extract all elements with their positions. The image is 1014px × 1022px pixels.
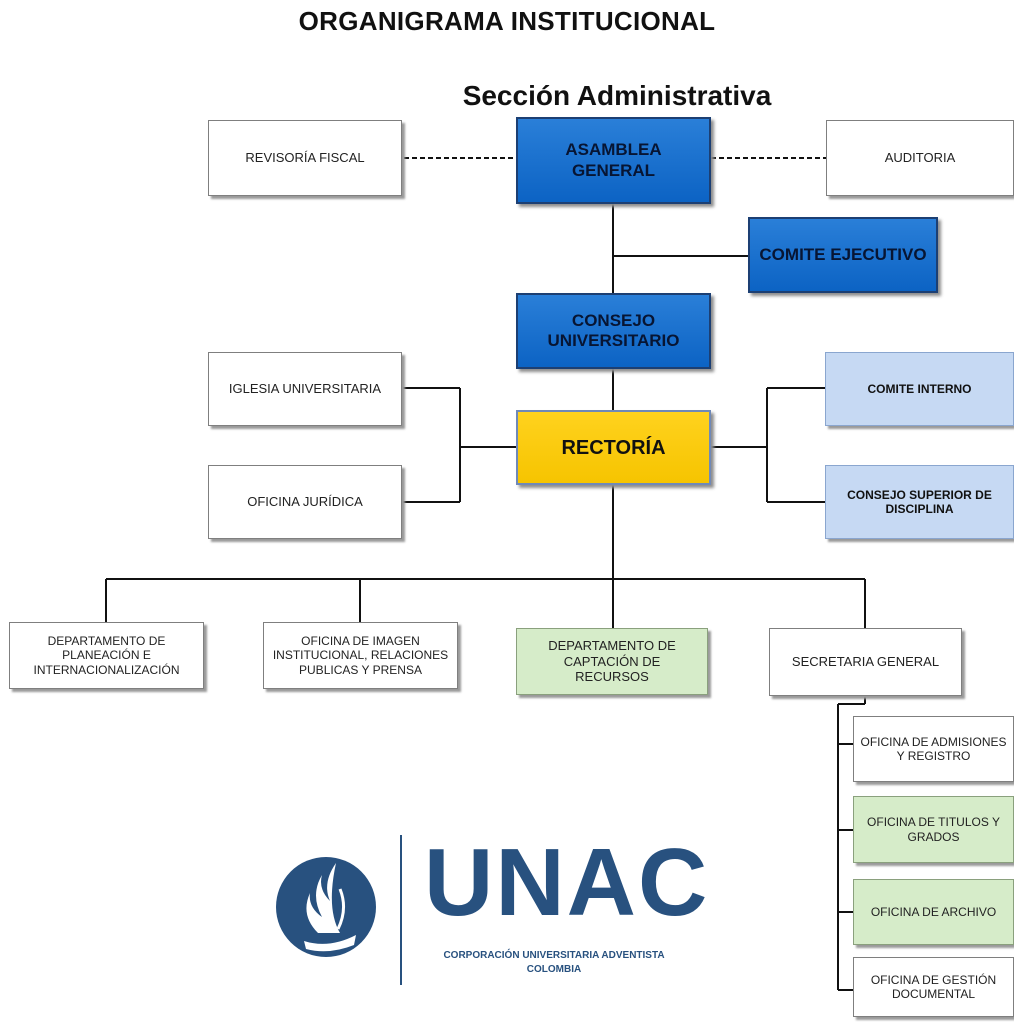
logo-caption-line2: COLOMBIA [526, 963, 582, 975]
seal-emblem-icon [276, 857, 376, 957]
node-label: OFICINA DE GESTIÓN DOCUMENTAL [870, 972, 997, 1001]
logo-caption-line1: CORPORACIÓN UNIVERSITARIA ADVENTISTA [443, 950, 665, 961]
node-auditoria: AUDITORIA [826, 120, 1014, 196]
node-label: ASAMBLEA GENERAL [565, 140, 662, 180]
node-label: CONSEJO SUPERIOR DE DISCIPLINA [847, 487, 992, 516]
chart-subtitle: Sección Administrativa [462, 80, 772, 111]
node-label: AUDITORIA [884, 150, 956, 166]
node-label: OFICINA DE TITULOS Y GRADOS [867, 815, 1000, 844]
node-asamblea-general: ASAMBLEA GENERAL [516, 117, 711, 204]
node-label: IGLESIA UNIVERSITARIA [228, 381, 382, 397]
node-comite-interno: COMITE INTERNO [825, 352, 1014, 426]
node-label: COMITE INTERNO [867, 381, 972, 396]
node-label: COMITE EJECUTIVO [759, 244, 927, 264]
node-consejo-universitario: CONSEJO UNIVERSITARIO [516, 293, 711, 369]
node-label: OFICINA DE ADMISIONES Y REGISTRO [860, 734, 1007, 763]
node-departamento-planeacion: DEPARTAMENTO DE PLANEACIÓN E INTERNACION… [9, 622, 204, 689]
logo-wordmark: UNAC [424, 829, 710, 936]
node-departamento-captacion: DEPARTAMENTO DE CAPTACIÓN DE RECURSOS [516, 628, 708, 695]
node-label: OFICINA DE ARCHIVO [870, 904, 997, 919]
node-label: OFICINA DE IMAGEN INSTITUCIONAL, RELACIO… [272, 633, 449, 677]
logo-caption: CORPORACIÓN UNIVERSITARIA ADVENTISTA COL… [424, 949, 684, 976]
node-label: RECTORÍA [561, 436, 666, 459]
node-label: OFICINA JURÍDICA [247, 494, 363, 510]
logo-divider [400, 835, 402, 985]
node-label: REVISORÍA FISCAL [245, 150, 365, 166]
node-secretaria-general: SECRETARIA GENERAL [769, 628, 962, 696]
node-rectoria: RECTORÍA [516, 410, 711, 485]
node-label: CONSEJO UNIVERSITARIO [547, 310, 680, 350]
node-iglesia-universitaria: IGLESIA UNIVERSITARIA [208, 352, 402, 426]
node-consejo-superior-disciplina: CONSEJO SUPERIOR DE DISCIPLINA [825, 465, 1014, 539]
node-label: DEPARTAMENTO DE PLANEACIÓN E INTERNACION… [33, 633, 180, 677]
node-oficina-imagen: OFICINA DE IMAGEN INSTITUCIONAL, RELACIO… [263, 622, 458, 689]
node-oficina-titulos: OFICINA DE TITULOS Y GRADOS [853, 796, 1014, 863]
node-oficina-archivo: OFICINA DE ARCHIVO [853, 879, 1014, 945]
node-oficina-admisiones: OFICINA DE ADMISIONES Y REGISTRO [853, 716, 1014, 782]
node-oficina-juridica: OFICINA JURÍDICA [208, 465, 402, 539]
node-oficina-gestion-documental: OFICINA DE GESTIÓN DOCUMENTAL [853, 957, 1014, 1017]
node-label: DEPARTAMENTO DE CAPTACIÓN DE RECURSOS [548, 638, 676, 685]
node-label: SECRETARIA GENERAL [791, 654, 940, 670]
node-revisoria-fiscal: REVISORÍA FISCAL [208, 120, 402, 196]
node-comite-ejecutivo: COMITE EJECUTIVO [748, 217, 938, 293]
chart-title: ORGANIGRAMA INSTITUCIONAL [298, 6, 716, 36]
unac-logo: UNAC CORPORACIÓN UNIVERSITARIA ADVENTIST… [274, 835, 707, 995]
